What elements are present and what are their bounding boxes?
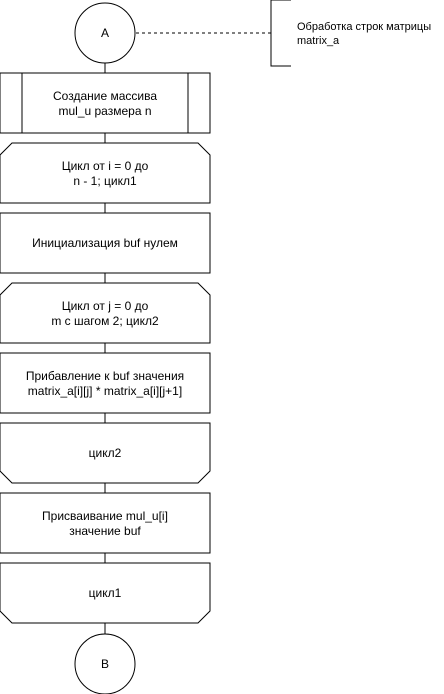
loop2-start-block: Цикл от j = 0 до m с шагом 2; цикл2 xyxy=(0,282,211,344)
create-array-line2: mul_u размера n xyxy=(58,104,151,118)
assign-block: Присваивание mul_u[i] значение buf xyxy=(0,492,211,554)
loop2-end-line1: цикл2 xyxy=(89,446,122,460)
end-connector: B xyxy=(74,633,136,694)
loop1-start-block: Цикл от i = 0 до n - 1; цикл1 xyxy=(0,142,211,204)
loop2-start-line2: m с шагом 2; цикл2 xyxy=(51,314,159,328)
start-connector-label: A xyxy=(101,26,109,40)
start-connector: A xyxy=(74,2,136,64)
create-array-block: Создание массива mul_u размера n xyxy=(0,72,211,134)
annotation-line1: Обработка строк матрицы xyxy=(297,21,431,33)
assign-line1: Присваивание mul_u[i] xyxy=(42,509,168,523)
loop2-end-block: цикл2 xyxy=(0,422,211,484)
create-array-line1: Создание массива xyxy=(53,89,157,103)
end-connector-label: B xyxy=(101,657,109,671)
loop1-start-line1: Цикл от i = 0 до xyxy=(62,159,149,173)
loop1-end-block: цикл1 xyxy=(0,562,211,624)
loop1-end-line1: цикл1 xyxy=(89,586,122,600)
annotation-line2: matrix_a xyxy=(297,35,340,47)
loop1-start-line2: n - 1; цикл1 xyxy=(73,174,137,188)
add-buf-line2: matrix_a[i][j] * matrix_a[i][j+1] xyxy=(28,384,182,398)
add-buf-block: Прибавление к buf значения matrix_a[i][j… xyxy=(0,352,211,414)
annotation: Обработка строк матрицы matrix_a xyxy=(270,0,431,67)
loop2-start-line1: Цикл от j = 0 до xyxy=(62,299,149,313)
init-buf-block: Инициализация buf нулем xyxy=(0,212,211,274)
assign-line2: значение buf xyxy=(69,524,141,538)
annotation-bracket xyxy=(270,0,291,67)
add-buf-line1: Прибавление к buf значения xyxy=(26,369,184,383)
init-buf-line1: Инициализация buf нулем xyxy=(32,236,178,250)
